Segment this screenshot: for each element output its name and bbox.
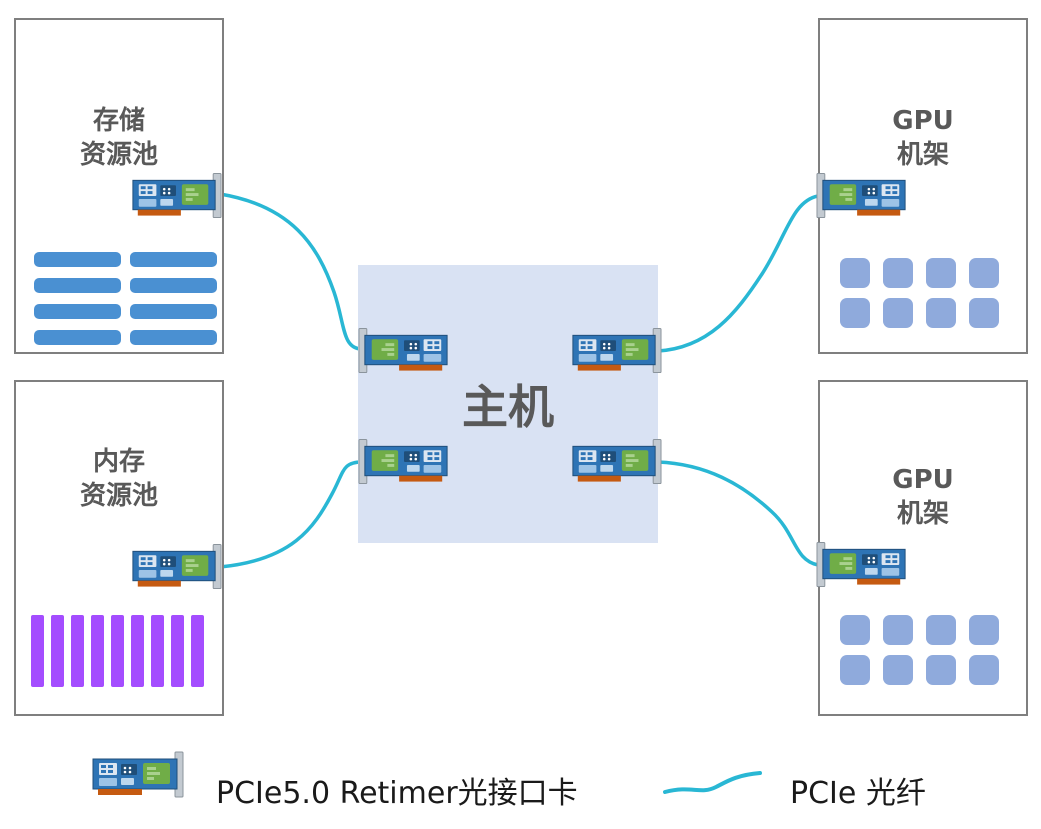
dimm-bar (151, 615, 164, 687)
gpu-rack-bottom-box: GPU 机架 (818, 380, 1028, 716)
gpu-chip (969, 655, 999, 685)
memory-dimm-row (31, 615, 204, 687)
gpu-chip (840, 615, 870, 645)
gpu-chip (926, 615, 956, 645)
gpu-chip (926, 298, 956, 328)
gpu-grid-bottom (840, 615, 999, 685)
gpu-chip (883, 615, 913, 645)
dimm-bar (191, 615, 204, 687)
dimm-bar (111, 615, 124, 687)
gpu-chip (840, 298, 870, 328)
memory-pool-label: 内存 资源池 (79, 447, 158, 511)
retimer-card-icon (358, 327, 452, 375)
disk-bar (34, 330, 121, 345)
storage-pool-label: 存储 资源池 (79, 106, 158, 170)
retimer-card-icon (816, 172, 910, 220)
dimm-bar (131, 615, 144, 687)
host-label: 主机 (462, 380, 554, 434)
host-box: 主机 (358, 265, 658, 543)
gpu-chip (969, 298, 999, 328)
fiber-memory-to-host (218, 460, 364, 569)
disk-bar (34, 252, 121, 267)
gpu-chip (840, 258, 870, 288)
retimer-card-icon (816, 541, 910, 589)
gpu-chip (840, 655, 870, 685)
retimer-card-icon (128, 543, 222, 591)
dimm-bar (91, 615, 104, 687)
legend: PCIe5.0 Retimer光接口卡 PCIe 光纤 (0, 740, 1041, 820)
disk-bar (34, 304, 121, 319)
dimm-bar (71, 615, 84, 687)
gpu-chip (926, 258, 956, 288)
storage-disk-grid (34, 252, 217, 345)
retimer-card-icon (568, 327, 662, 375)
retimer-card-icon (358, 438, 452, 486)
gpu-chip (883, 258, 913, 288)
fiber-storage-to-host (218, 192, 364, 351)
disk-bar (130, 278, 217, 293)
gpu-rack-top-label: GPU 机架 (892, 106, 954, 170)
retimer-card-icon (128, 172, 222, 220)
gpu-grid-top (840, 258, 999, 328)
fiber-host-to-gpu-bottom (656, 460, 820, 567)
gpu-chip (883, 655, 913, 685)
legend-retimer-label: PCIe5.0 Retimer光接口卡 (216, 776, 578, 811)
disk-bar (130, 252, 217, 267)
disk-bar (130, 330, 217, 345)
retimer-card-icon (88, 750, 184, 800)
gpu-chip (969, 615, 999, 645)
dimm-bar (31, 615, 44, 687)
fiber-line-icon (663, 771, 762, 794)
disk-bar (130, 304, 217, 319)
gpu-chip (969, 258, 999, 288)
gpu-chip (926, 655, 956, 685)
fiber-host-to-gpu-top (656, 194, 820, 353)
retimer-card-icon (568, 438, 662, 486)
dimm-bar (171, 615, 184, 687)
legend-fiber-label: PCIe 光纤 (790, 776, 926, 811)
disk-bar (34, 278, 121, 293)
dimm-bar (51, 615, 64, 687)
gpu-rack-bottom-label: GPU 机架 (892, 465, 954, 529)
gpu-chip (883, 298, 913, 328)
memory-pool-box: 内存 资源池 (14, 380, 224, 716)
